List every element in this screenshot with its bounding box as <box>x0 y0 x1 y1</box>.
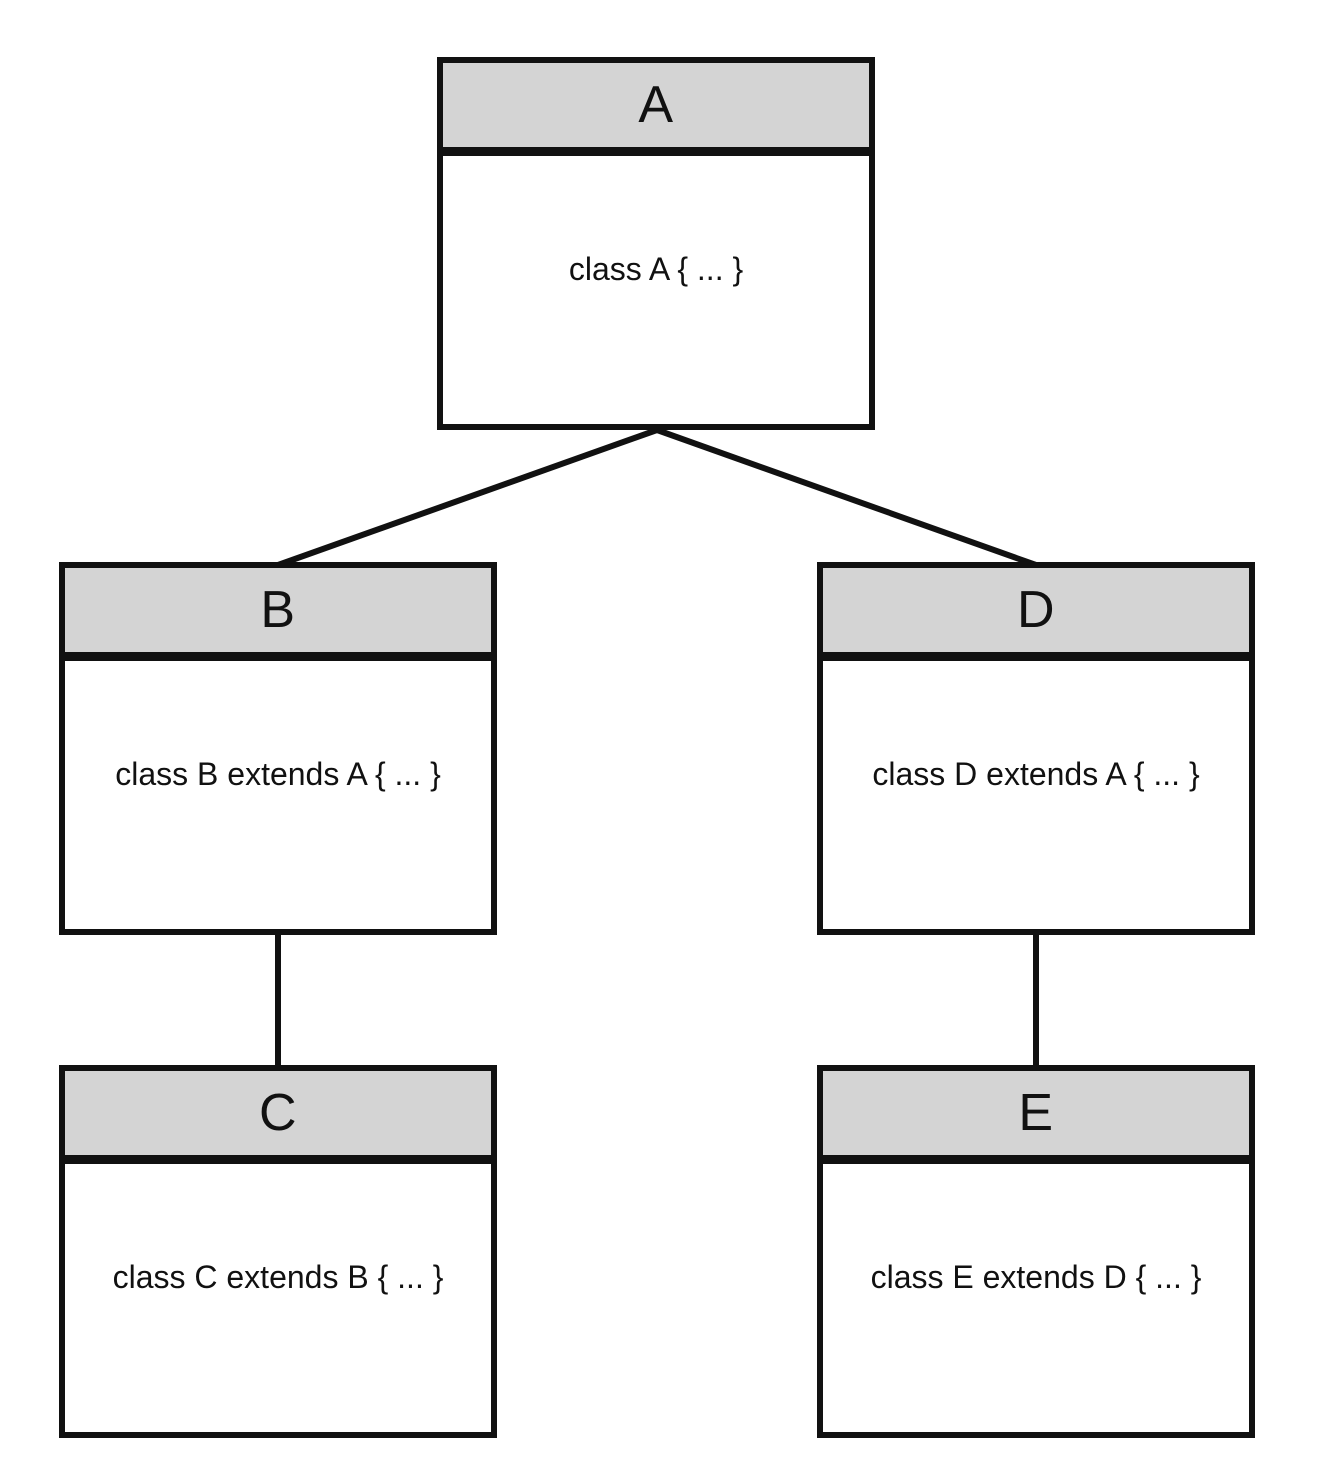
class-node-c-title: C <box>258 1084 298 1142</box>
class-node-a-body: class A { ... } <box>443 156 869 424</box>
class-node-c-code: class C extends B { ... } <box>112 1258 444 1295</box>
class-node-e-header: E <box>823 1071 1249 1164</box>
class-node-b-title: B <box>260 581 296 639</box>
class-node-a-header: A <box>443 63 869 156</box>
class-node-a-title: A <box>638 76 674 134</box>
class-node-a-code: class A { ... } <box>568 250 744 287</box>
class-node-b: B class B extends A { ... } <box>59 562 497 935</box>
class-node-a: A class A { ... } <box>437 57 875 430</box>
class-node-b-body: class B extends A { ... } <box>65 661 491 929</box>
class-node-b-header: B <box>65 568 491 661</box>
class-node-d-body: class D extends A { ... } <box>823 661 1249 929</box>
class-node-c-header: C <box>65 1071 491 1164</box>
class-node-c-body: class C extends B { ... } <box>65 1164 491 1432</box>
class-node-c: C class C extends B { ... } <box>59 1065 497 1438</box>
edge-a-to-d <box>655 427 1038 568</box>
class-node-d: D class D extends A { ... } <box>817 562 1255 935</box>
class-node-e: E class E extends D { ... } <box>817 1065 1255 1438</box>
class-node-d-code: class D extends A { ... } <box>872 755 1200 792</box>
class-node-e-title: E <box>1018 1084 1054 1142</box>
class-node-d-header: D <box>823 568 1249 661</box>
class-node-e-code: class E extends D { ... } <box>870 1258 1202 1295</box>
class-node-d-title: D <box>1016 581 1056 639</box>
edge-a-to-b <box>276 427 659 568</box>
class-node-b-code: class B extends A { ... } <box>115 755 441 792</box>
class-node-e-body: class E extends D { ... } <box>823 1164 1249 1432</box>
